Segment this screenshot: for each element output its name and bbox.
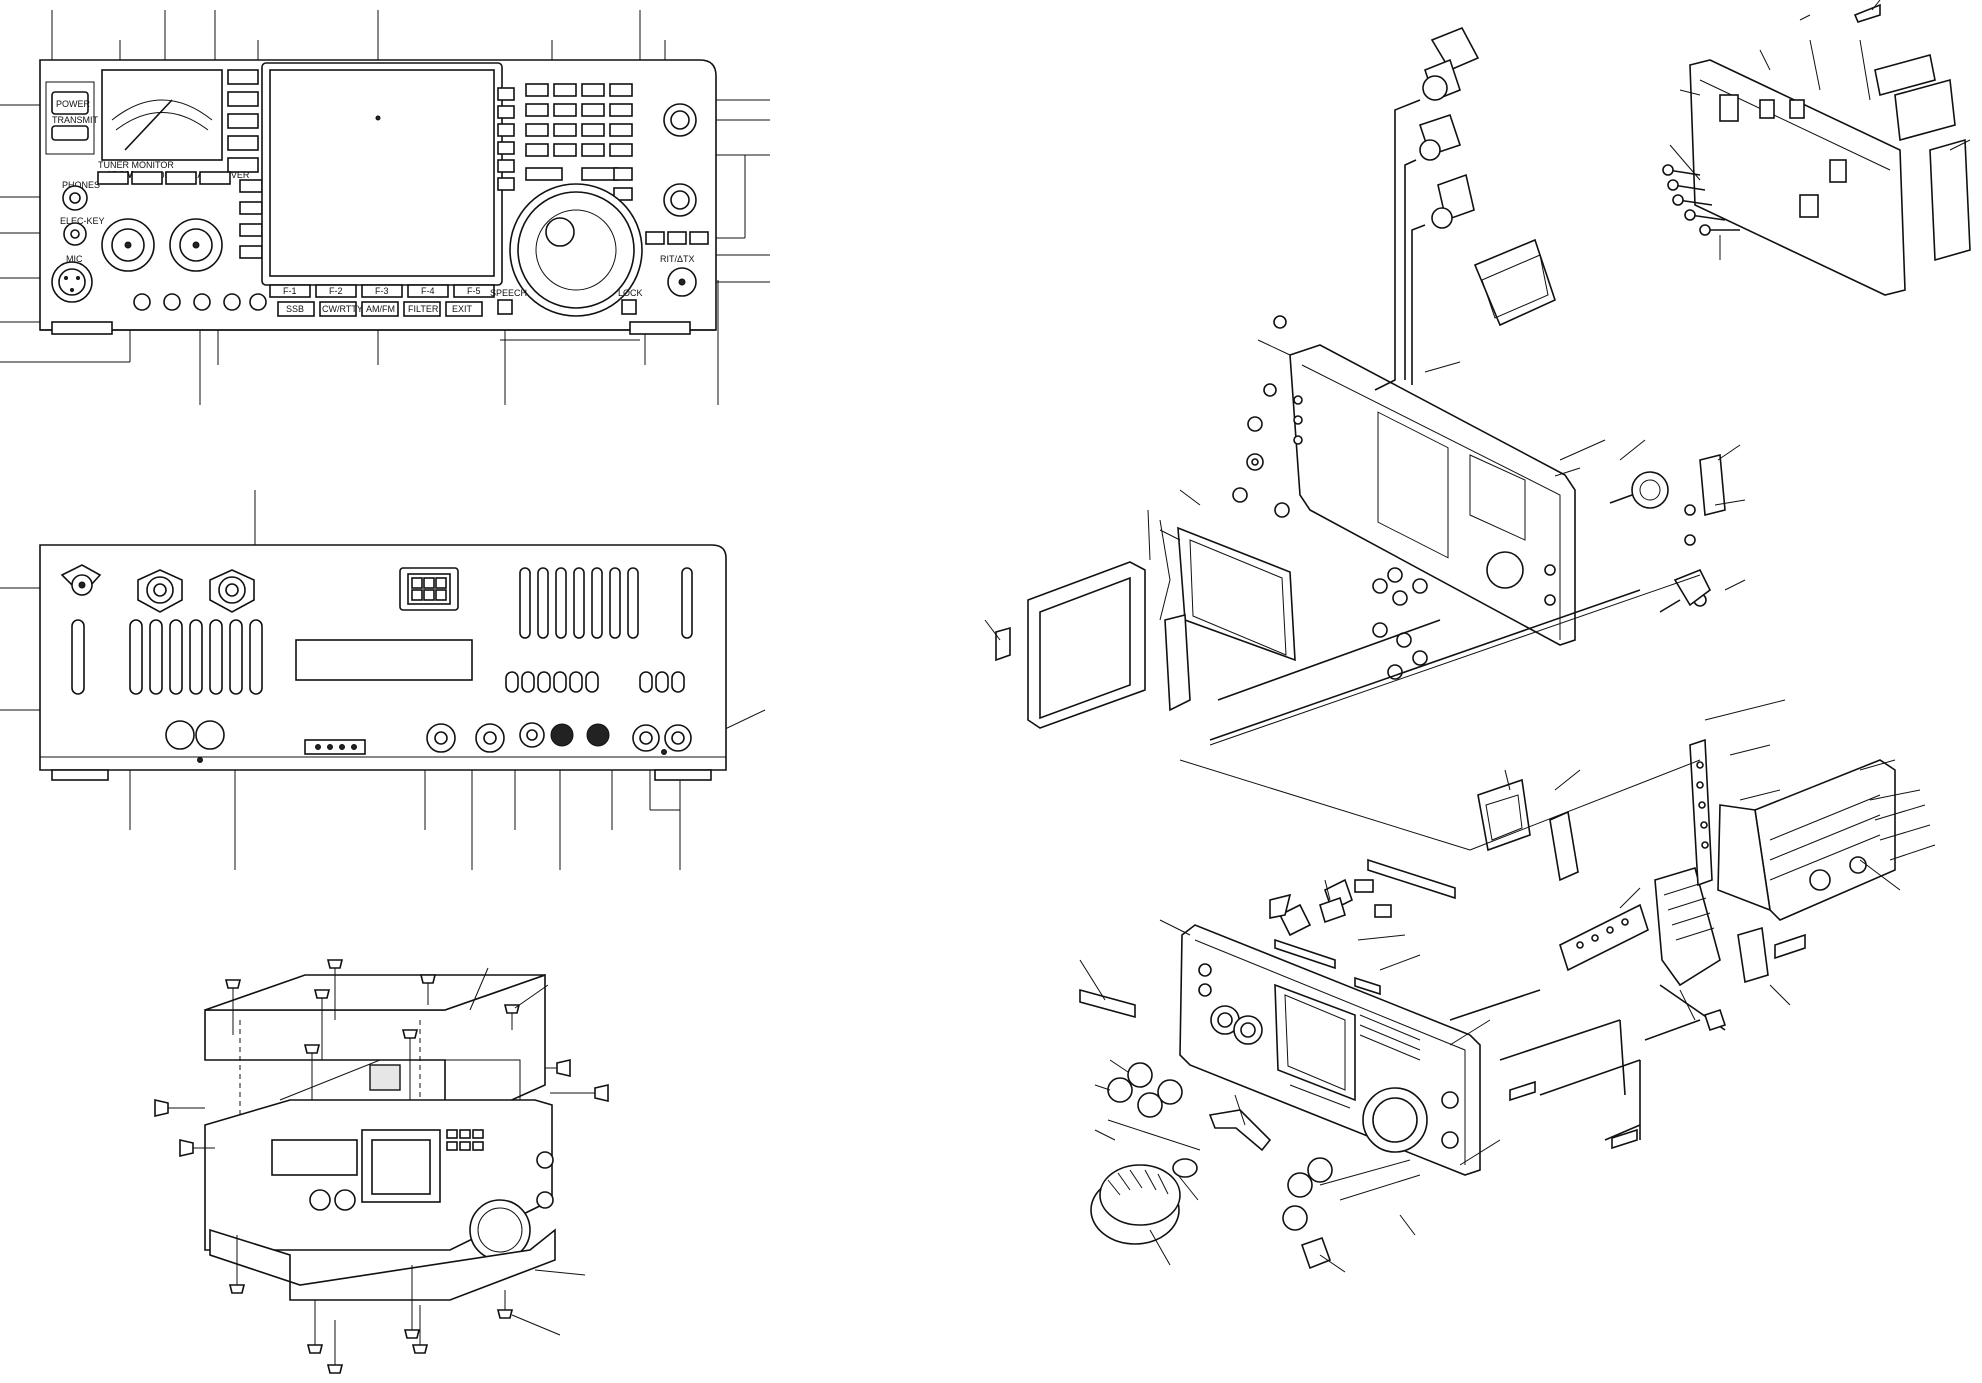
transmit-label: TRANSMIT — [52, 115, 99, 125]
exit-key-label: EXIT — [452, 304, 473, 314]
tuner-monitor-label: TUNER MONITOR — [98, 160, 174, 170]
lock-label: LOCK — [618, 288, 643, 298]
chassis-exploded-view — [984, 26, 1746, 741]
rit-label: RIT/ΔTX — [660, 254, 695, 264]
cw-rtty-key-label: CW/RTTY — [322, 304, 363, 314]
f2-key-label: F-2 — [329, 286, 343, 296]
f5-key-label: F-5 — [467, 286, 481, 296]
cabinet-disassembly-view — [154, 959, 609, 1374]
f1-key-label: F-1 — [283, 286, 297, 296]
power-button-label: POWER — [56, 99, 91, 109]
mic-label: MIC — [66, 254, 83, 264]
am-fm-key-label: AM/FM — [366, 304, 395, 314]
ssb-key-label: SSB — [286, 304, 304, 314]
pcb-upper-right — [1662, 0, 1971, 296]
phones-label: PHONES — [62, 180, 100, 190]
rear-panel-view — [0, 490, 766, 870]
reference-lines — [1179, 574, 1701, 851]
speech-label: SPEECH — [490, 288, 527, 298]
f4-key-label: F-4 — [421, 286, 435, 296]
front-panel-exploded-view — [1079, 699, 1936, 1273]
filter-key-label: FILTER — [408, 304, 439, 314]
f3-key-label: F-3 — [375, 286, 389, 296]
elec-key-label: ELEC-KEY — [60, 216, 105, 226]
front-panel-view: POWER TRANSMIT ICOM HF/50MHz TRANSCEIVER… — [0, 10, 770, 405]
